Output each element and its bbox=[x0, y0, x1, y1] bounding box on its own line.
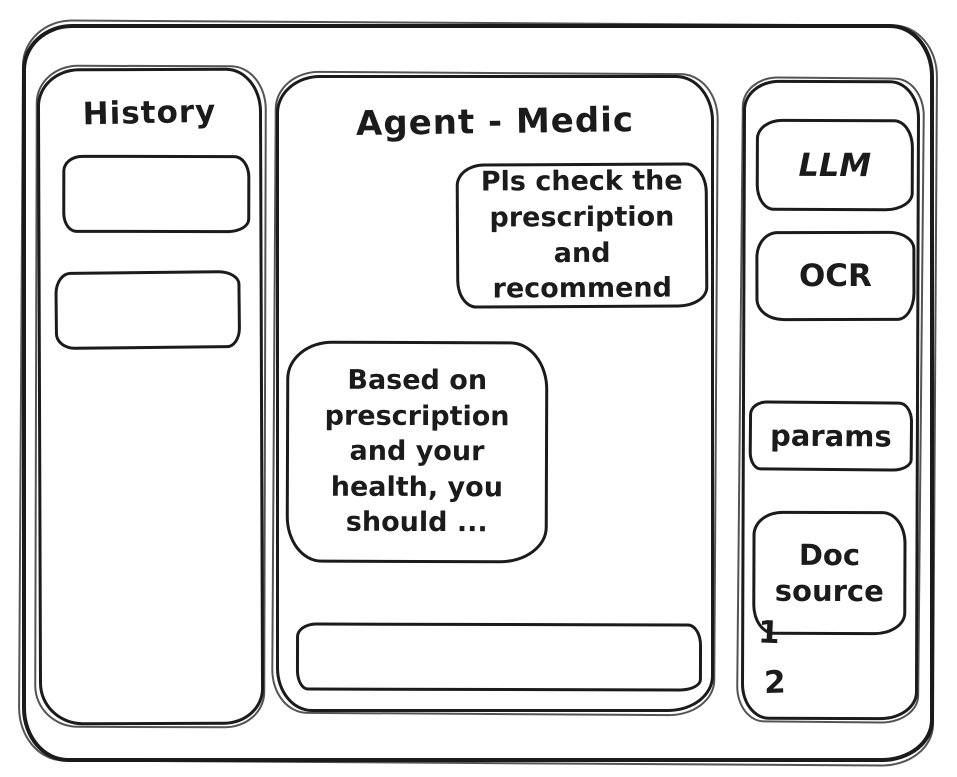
message-input[interactable] bbox=[295, 622, 703, 692]
chat-title: Agent - Medic bbox=[355, 100, 635, 144]
llm-button[interactable]: LLM bbox=[755, 118, 914, 212]
llm-button-label: LLM bbox=[798, 145, 872, 185]
assistant-message-bubble: Based on prescription and your health, y… bbox=[285, 340, 549, 564]
tools-panel: LLM OCR params Doc source 1 2 bbox=[740, 79, 921, 721]
assistant-message-text: Based on prescription and your health, y… bbox=[324, 364, 510, 539]
user-message-bubble: Pls check the prescription and recommend bbox=[455, 162, 709, 309]
params-button[interactable]: params bbox=[748, 400, 914, 472]
chat-panel: Agent - Medic Pls check the prescription… bbox=[276, 75, 714, 712]
history-title: History bbox=[82, 93, 217, 133]
user-message-text: Pls check the prescription and recommend bbox=[480, 165, 683, 305]
ocr-button[interactable]: OCR bbox=[755, 230, 916, 322]
doc-source-item-2[interactable]: 2 bbox=[763, 664, 787, 702]
history-item[interactable] bbox=[54, 270, 242, 350]
ocr-button-label: OCR bbox=[798, 257, 872, 294]
history-panel: History bbox=[36, 67, 265, 726]
params-button-label: params bbox=[769, 418, 892, 454]
doc-source-button-label: Doc source bbox=[774, 537, 884, 609]
history-item[interactable] bbox=[62, 154, 251, 234]
doc-source-item-1[interactable]: 1 bbox=[757, 614, 781, 652]
